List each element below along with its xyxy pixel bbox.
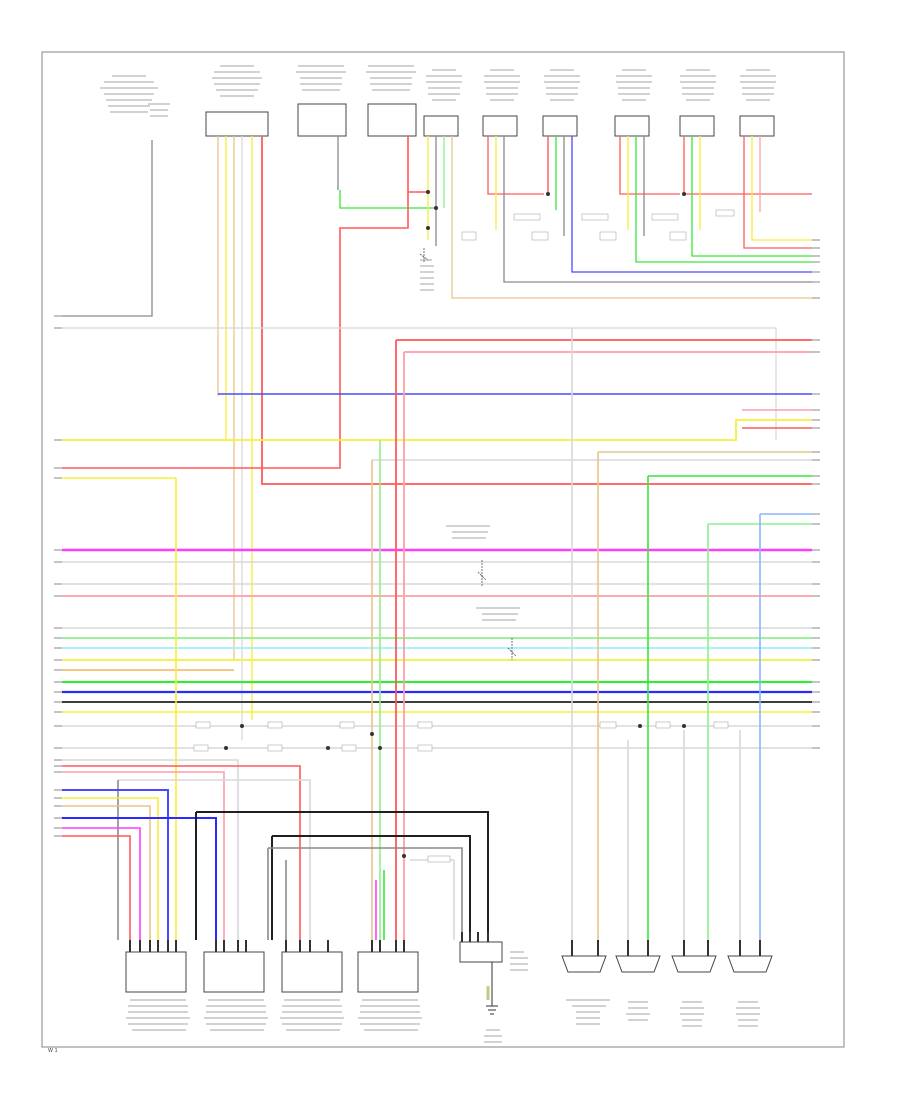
footer-code: W 1	[48, 1048, 58, 1054]
right-edge-terminals	[812, 239, 820, 749]
component-box	[614, 115, 650, 137]
horizontal-buses	[62, 327, 812, 749]
component-box	[679, 115, 715, 137]
sensor-symbol	[671, 955, 717, 973]
connector-block	[125, 951, 187, 993]
bus-tags	[193, 209, 735, 863]
component-box	[297, 103, 347, 137]
sensor-symbol	[727, 955, 773, 973]
ground-symbol	[486, 962, 498, 1015]
component-box	[739, 115, 775, 137]
label-blocks	[100, 65, 776, 1043]
sensor-symbol	[561, 955, 607, 973]
connector-block	[203, 951, 265, 993]
connector-block	[459, 941, 503, 963]
connector-block	[357, 951, 419, 993]
splice-points	[224, 190, 686, 858]
lower-left-harness	[62, 759, 489, 940]
component-box	[423, 115, 459, 137]
sensor-symbol	[615, 955, 661, 973]
component-box	[542, 115, 578, 137]
component-box	[367, 103, 417, 137]
diagram-frame	[41, 51, 845, 1048]
top-vertical-wires	[62, 136, 812, 740]
left-edge-terminals	[54, 315, 62, 837]
middle-vertical-wires	[175, 328, 761, 940]
connector-block	[281, 951, 343, 993]
component-box	[205, 111, 269, 137]
pin-stubs	[129, 932, 761, 956]
switch-symbols	[419, 248, 517, 660]
component-box	[482, 115, 518, 137]
top-components	[205, 103, 775, 137]
bottom-connectors	[125, 941, 773, 993]
